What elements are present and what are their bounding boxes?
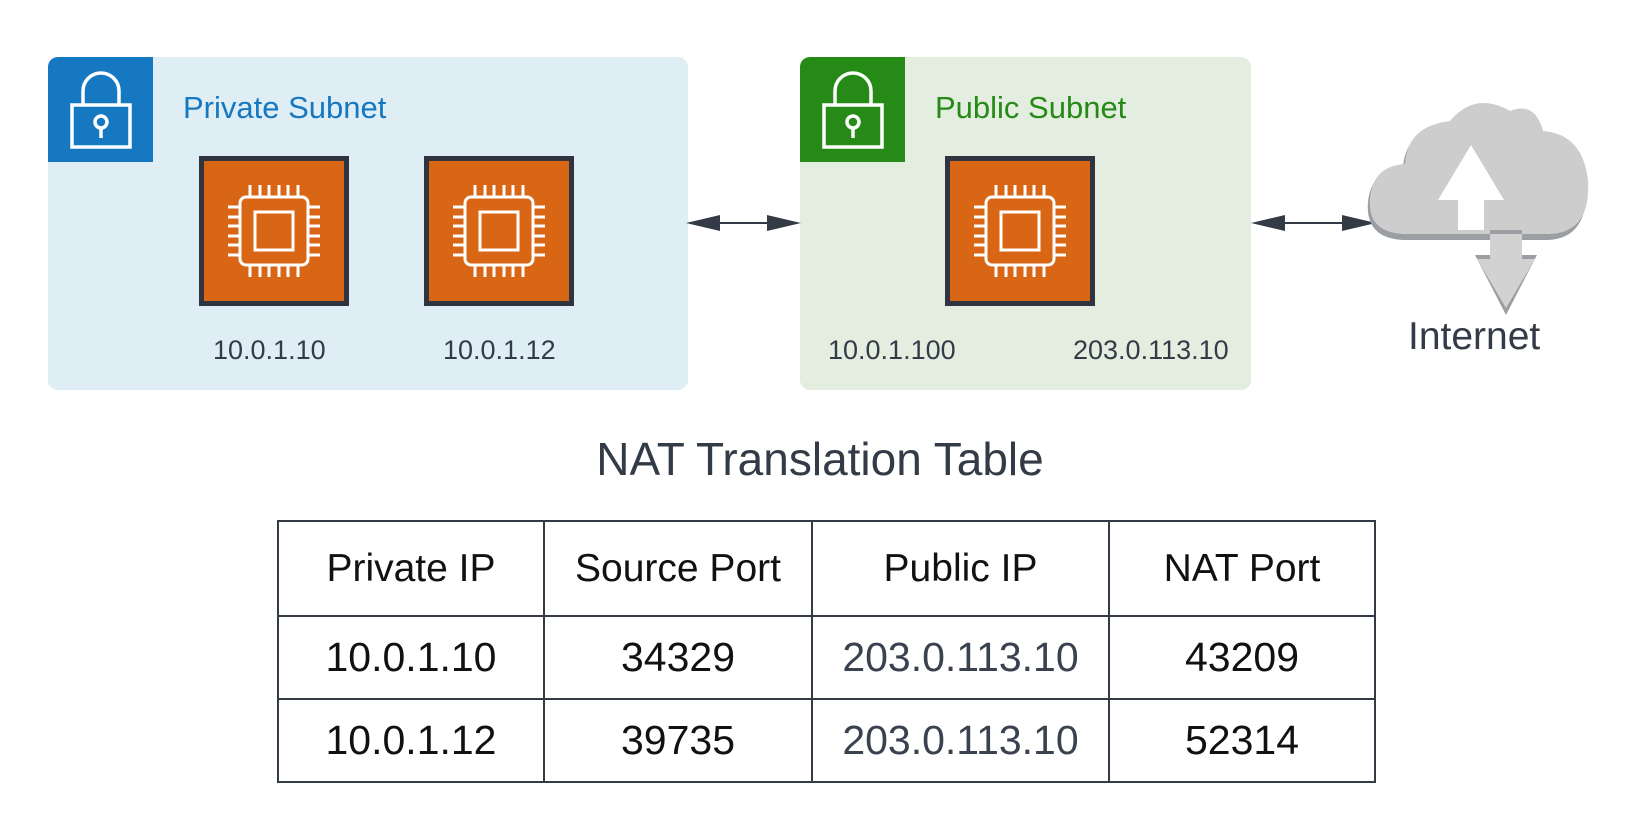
cell-nat-port: 43209: [1108, 615, 1376, 700]
nat-translation-table: Private IP Source Port Public IP NAT Por…: [277, 520, 1376, 783]
cell-source-port: 34329: [543, 615, 813, 700]
cell-public-ip: 203.0.113.10: [811, 615, 1110, 700]
public-subnet-lock-tile: [800, 57, 905, 162]
nat-private-ip: 10.0.1.100: [828, 335, 956, 365]
private-subnet: Private Subnet: [48, 57, 688, 390]
private-instance-1: [199, 156, 349, 306]
table-header-row: Private IP Source Port Public IP NAT Por…: [277, 520, 1376, 617]
internet-label: Internet: [1408, 315, 1541, 358]
cell-private-ip: 10.0.1.10: [277, 615, 545, 700]
column-header-private-ip: Private IP: [277, 520, 545, 617]
private-instance-2: [424, 156, 574, 306]
nat-public-ip: 203.0.113.10: [1073, 335, 1229, 365]
cell-nat-port: 52314: [1108, 698, 1376, 783]
bidirectional-arrow: [1251, 215, 1376, 231]
bidirectional-arrow: [686, 215, 801, 231]
table-row: 10.0.1.10 34329 203.0.113.10 43209: [277, 615, 1376, 700]
table-title: NAT Translation Table: [596, 433, 1044, 485]
column-header-nat-port: NAT Port: [1108, 520, 1376, 617]
column-header-public-ip: Public IP: [811, 520, 1110, 617]
cloud-upload-download-icon: [1367, 103, 1589, 315]
private-subnet-title: Private Subnet: [183, 90, 387, 125]
cpu-chip-icon: [453, 185, 545, 277]
lock-icon: [821, 70, 884, 149]
table-row: 10.0.1.12 39735 203.0.113.10 52314: [277, 698, 1376, 783]
private-host-2-ip: 10.0.1.12: [443, 335, 556, 365]
private-subnet-lock-tile: [48, 57, 153, 162]
private-host-1-ip: 10.0.1.10: [213, 335, 326, 365]
cell-source-port: 39735: [543, 698, 813, 783]
column-header-source-port: Source Port: [543, 520, 813, 617]
lock-icon: [69, 70, 132, 149]
nat-gateway-instance: [945, 156, 1095, 306]
cpu-chip-icon: [228, 185, 320, 277]
cell-public-ip: 203.0.113.10: [811, 698, 1110, 783]
cpu-chip-icon: [974, 185, 1066, 277]
cell-private-ip: 10.0.1.12: [277, 698, 545, 783]
public-subnet-title: Public Subnet: [935, 90, 1127, 125]
